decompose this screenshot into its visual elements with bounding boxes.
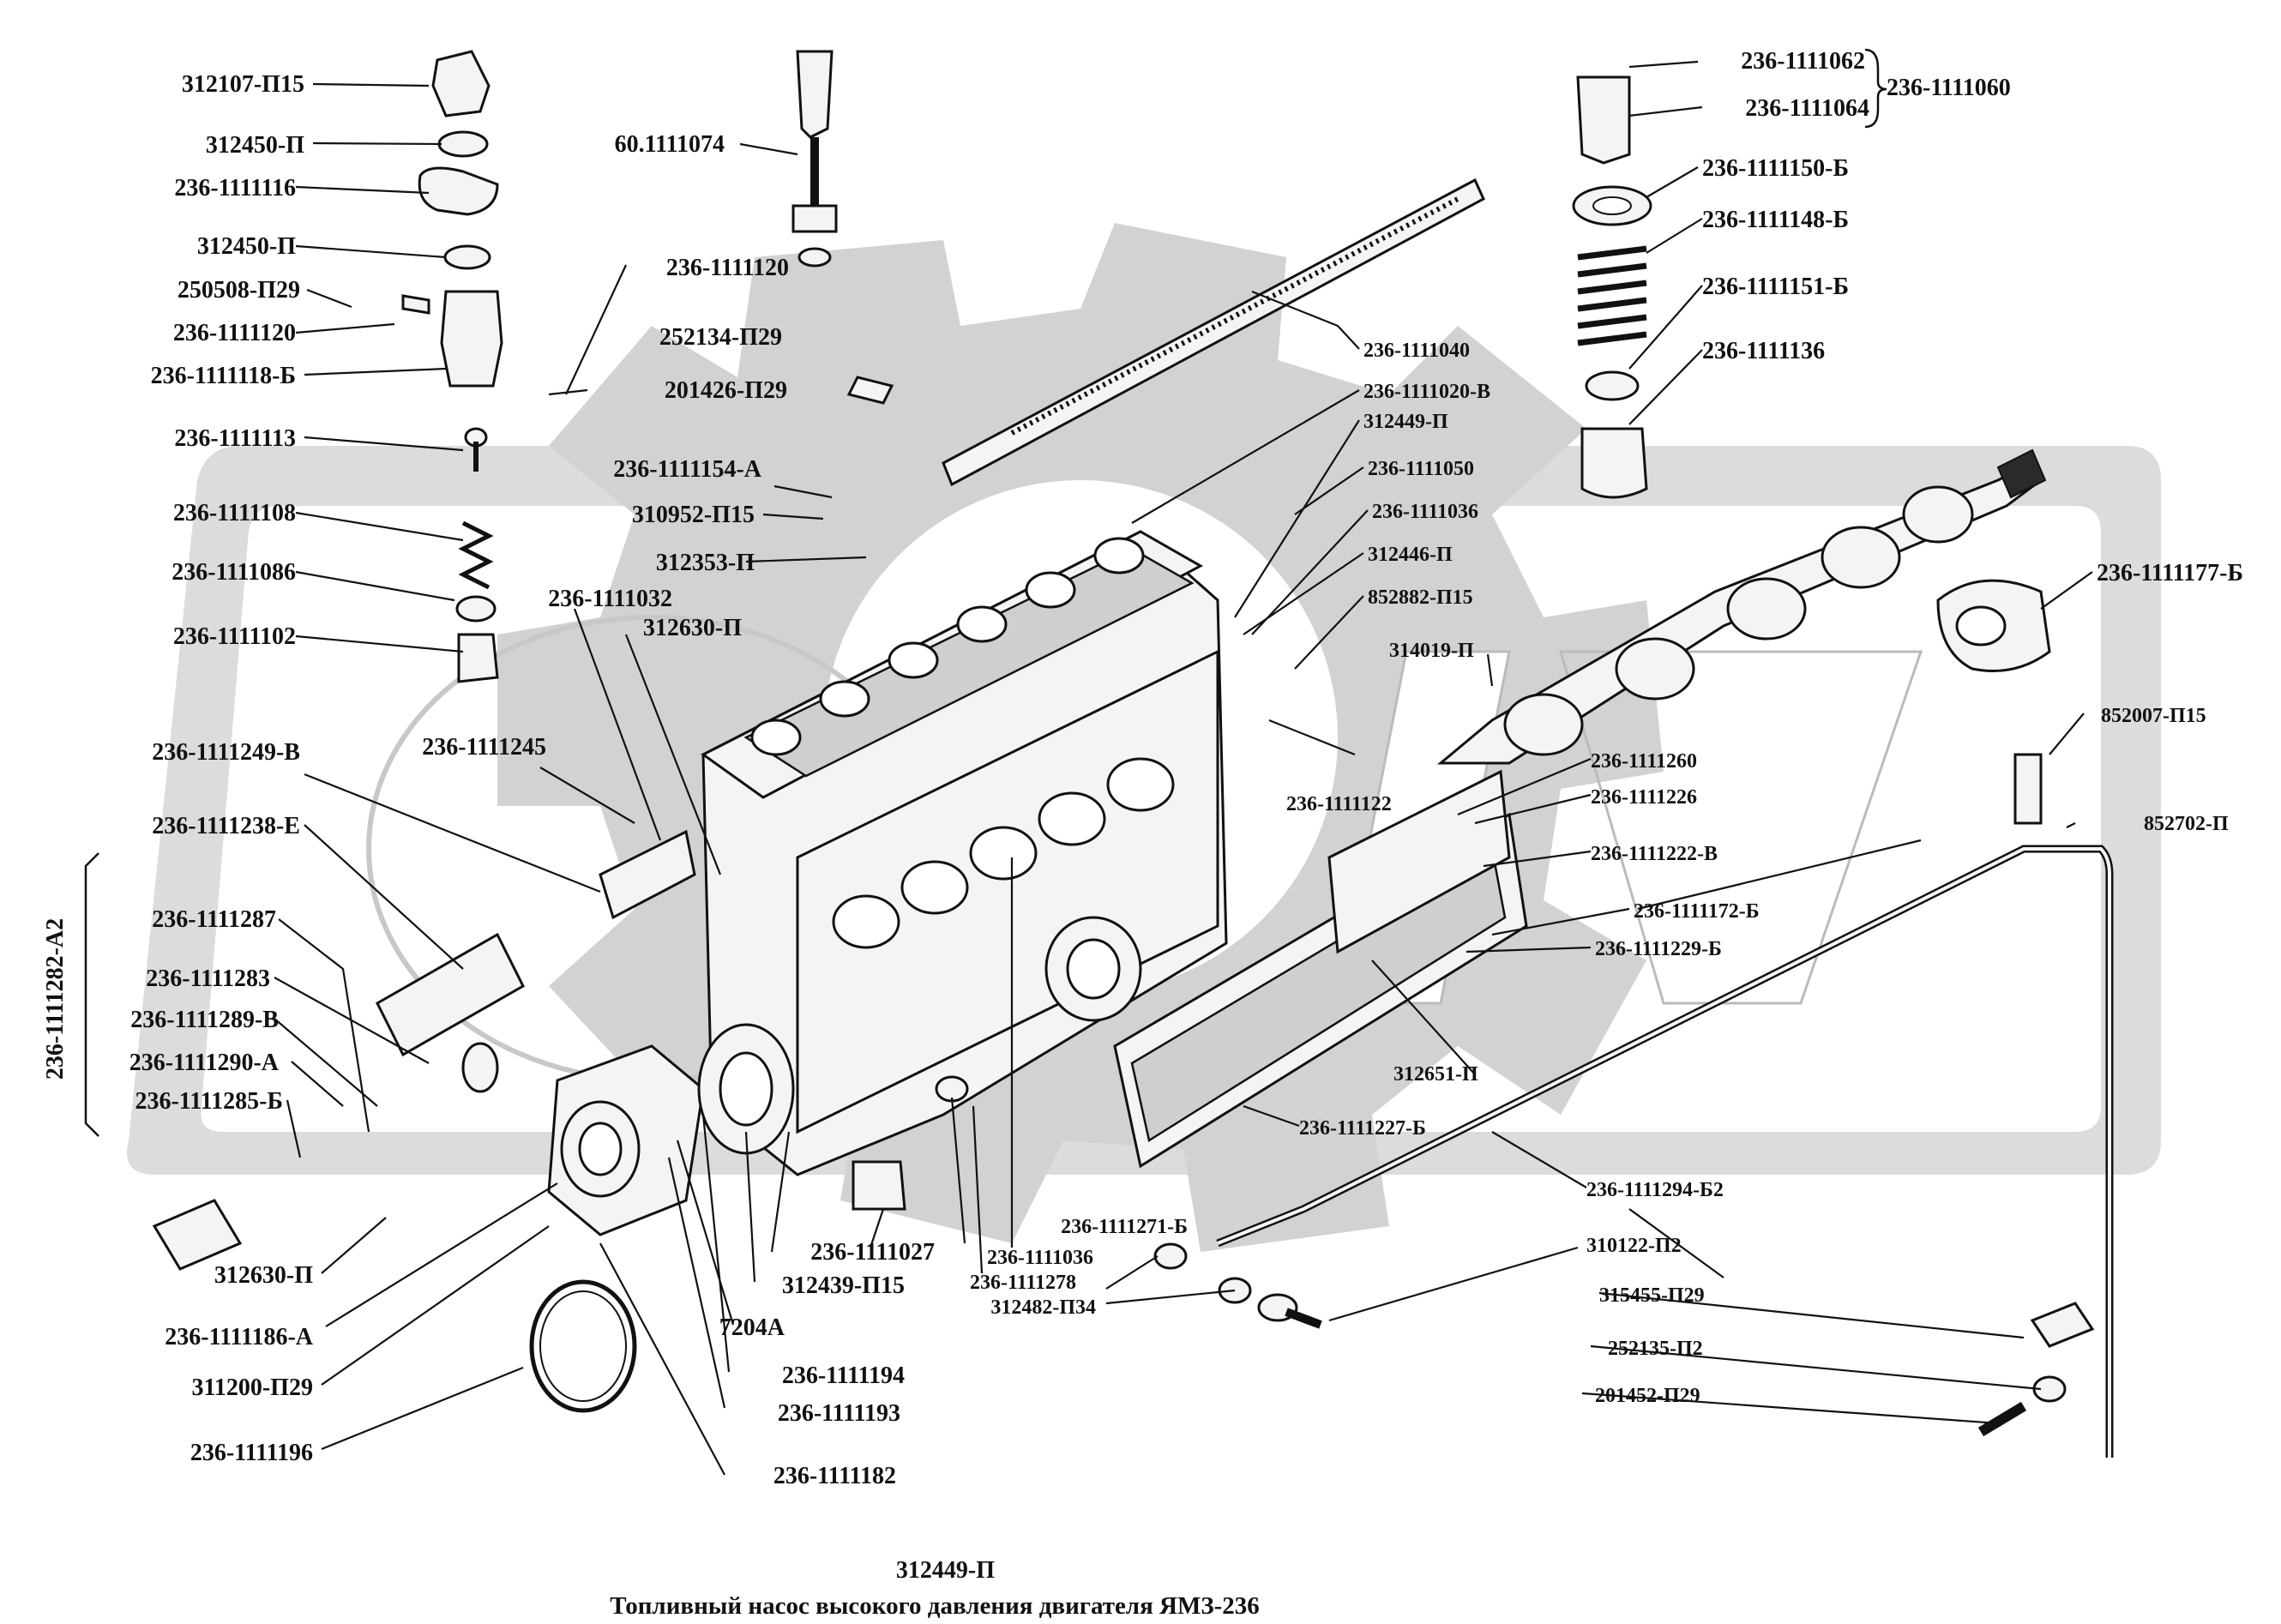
label-236-1111182: 236-1111182 [773, 1463, 896, 1489]
label-236-1111186-a: 236-1111186-А [165, 1324, 313, 1350]
label-310122-p2: 310122-П2 [1586, 1235, 1682, 1257]
label-236-1111064: 236-1111064 [1745, 95, 1869, 122]
label-236-1111238-e: 236-1111238-Е [152, 813, 300, 839]
label-236-1111120-b: 236-1111120 [666, 255, 789, 281]
label-7204a: 7204А [719, 1314, 785, 1341]
label-312630-p-a: 312630-П [643, 615, 742, 641]
label-236-1111113: 236-1111113 [174, 425, 296, 452]
label-60-1111074: 60.1111074 [615, 131, 725, 158]
label-236-1111062: 236-1111062 [1741, 48, 1865, 75]
label-236-1111249-v: 236-1111249-В [152, 739, 300, 766]
brace-236-1111060 [1864, 48, 1887, 129]
label-236-1111226: 236-1111226 [1591, 786, 1697, 809]
bearing-cap-236-1111177 [1936, 579, 2051, 672]
label-236-1111271-b: 236-1111271-Б [1061, 1216, 1188, 1238]
label-236-1111086: 236-1111086 [172, 559, 296, 586]
label-312449-p-b: 312449-П [1363, 411, 1448, 433]
label-236-1111222-v: 236-1111222-В [1591, 843, 1718, 865]
label-236-1111285-b: 236-1111285-Б [135, 1088, 283, 1115]
camshaft [1436, 448, 2047, 765]
label-236-1111193: 236-1111193 [778, 1400, 900, 1427]
label-236-1111177-b: 236-1111177-Б [2097, 560, 2243, 586]
label-236-1111294-b2: 236-1111294-Б2 [1586, 1179, 1724, 1201]
label-312630-p-b: 312630-П [214, 1262, 313, 1289]
fuel-pipe [1216, 845, 2114, 1458]
small-fittings [152, 50, 2095, 1437]
label-312439-p15: 312439-П15 [782, 1272, 905, 1299]
label-236-1111227-b: 236-1111227-Б [1299, 1117, 1426, 1140]
label-236-1111245: 236-1111245 [422, 734, 546, 761]
bracket-236-1111282 [84, 852, 99, 1137]
label-250508-p29: 250508-П29 [178, 277, 300, 304]
label-236-1111060: 236-1111060 [1887, 75, 2011, 101]
label-252134-p29: 252134-П29 [659, 324, 782, 351]
label-236-1111151-b: 236-1111151-Б [1702, 274, 1849, 300]
label-236-1111154-a: 236-1111154-А [613, 456, 761, 483]
label-236-1111020-v: 236-1111020-В [1363, 381, 1490, 403]
label-236-1111122: 236-1111122 [1286, 793, 1392, 815]
label-201452-p29: 201452-П29 [1595, 1385, 1700, 1407]
label-236-1111136: 236-1111136 [1702, 338, 1825, 364]
label-236-1111040: 236-1111040 [1363, 340, 1470, 362]
label-312449-p-a: 312449-П [896, 1557, 995, 1584]
label-312107-p15: 312107-П15 [182, 71, 304, 98]
part-labels: 312107-П15 312450-П 236-1111116 312450-П… [42, 48, 2243, 1584]
label-236-1111290-a: 236-1111290-А [129, 1050, 280, 1076]
label-236-1111287: 236-1111287 [152, 906, 276, 933]
label-236-1111102: 236-1111102 [173, 623, 296, 650]
label-236-1111172-b: 236-1111172-Б [1634, 900, 1760, 923]
label-236-1111116: 236-1111116 [174, 175, 296, 201]
label-236-1111120-a: 236-1111120 [173, 320, 296, 346]
label-236-1111260: 236-1111260 [1591, 750, 1697, 773]
toothed-rack [942, 177, 1485, 487]
label-236-1111283: 236-1111283 [146, 965, 270, 992]
inspection-cover [1327, 769, 1511, 954]
label-315455-p29: 315455-П29 [1599, 1284, 1705, 1307]
label-236-1111027: 236-1111027 [810, 1239, 935, 1266]
label-310952-p15: 310952-П15 [632, 502, 755, 528]
label-236-1111278: 236-1111278 [970, 1272, 1076, 1294]
label-201426-p29: 201426-П29 [665, 377, 787, 404]
label-312446-p: 312446-П [1368, 544, 1453, 566]
label-236-1111289-v: 236-1111289-В [130, 1007, 279, 1033]
diagram-caption: Топливный насос высокого давления двигат… [610, 1592, 1260, 1620]
label-852882-p15: 852882-П15 [1368, 586, 1473, 609]
label-236-1111229-b: 236-1111229-Б [1595, 938, 1722, 960]
label-312353-p: 312353-П [656, 550, 755, 576]
label-236-1111150-b: 236-1111150-Б [1702, 155, 1849, 182]
label-236-1111032: 236-1111032 [548, 586, 672, 612]
gasket-236-1111196 [529, 1279, 637, 1413]
label-236-1111108: 236-1111108 [173, 500, 296, 526]
label-311200-p29: 311200-П29 [191, 1374, 313, 1401]
label-236-1111282-a2: 236-1111282-А2 [42, 918, 69, 1080]
label-312651-p: 312651-П [1393, 1063, 1478, 1086]
label-314019-p: 314019-П [1389, 640, 1474, 662]
label-236-1111194: 236-1111194 [782, 1362, 905, 1389]
label-236-1111148-b: 236-1111148-Б [1702, 207, 1849, 233]
label-312450-p-a: 312450-П [206, 132, 304, 159]
label-236-1111036-a: 236-1111036 [987, 1247, 1093, 1269]
label-852702-p: 852702-П [2144, 813, 2229, 835]
label-252135-p2: 252135-П2 [1608, 1338, 1703, 1360]
pump-housing [701, 530, 1228, 1176]
label-236-1111118-b: 236-1111118-Б [151, 363, 296, 389]
label-312450-p-b: 312450-П [197, 233, 296, 260]
label-312482-p34: 312482-П34 [990, 1296, 1096, 1319]
label-236-1111036-b: 236-1111036 [1372, 501, 1478, 523]
leader-lines [274, 60, 2093, 1476]
label-236-1111050: 236-1111050 [1368, 458, 1474, 480]
label-236-1111196: 236-1111196 [190, 1440, 313, 1466]
drive-flange-assembly [547, 1023, 795, 1236]
label-852007-p15: 852007-П15 [2101, 705, 2206, 727]
